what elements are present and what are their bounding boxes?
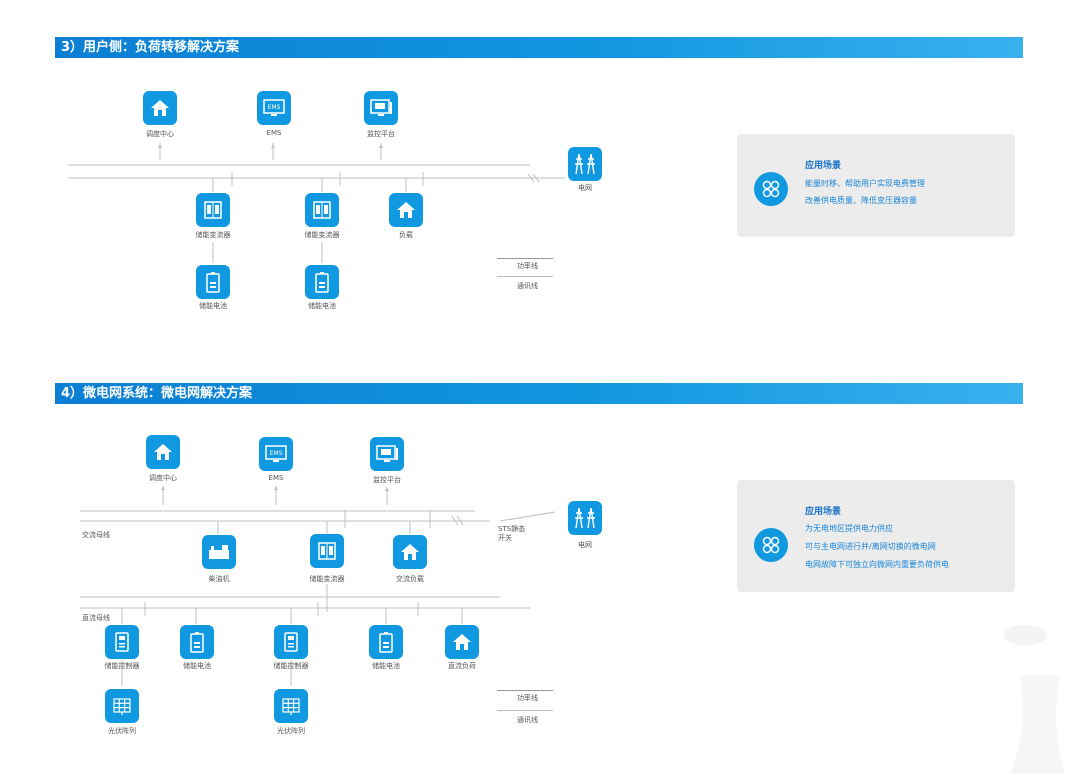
- scenario-line-1: 能量时移、帮助用户实现电费管理: [805, 179, 925, 188]
- ems-icon: EMS: [257, 91, 291, 125]
- load-icon: [389, 193, 423, 227]
- legend-comm-line: [497, 276, 553, 277]
- battery-label-1: 储能电池: [199, 302, 227, 310]
- monitor-platform-icon-4: [370, 437, 404, 471]
- monitor-platform-icon: [364, 91, 398, 125]
- ems-label: EMS: [266, 129, 282, 137]
- dispatch-center-label-4: 调度中心: [149, 474, 177, 482]
- ac-load-icon: [393, 535, 427, 569]
- pcs-icon-1: [196, 193, 230, 227]
- legend-power-line-4: [497, 690, 553, 691]
- scenario-title: 应用场景: [805, 161, 842, 171]
- battery-label-4b: 储能电池: [372, 662, 400, 670]
- scenario-icon-4: [754, 528, 788, 562]
- dispatch-center-icon: [143, 91, 177, 125]
- scenario-line-4-3: 电网故障下可独立向微网内重要负荷供电: [805, 560, 949, 569]
- scenario-line-4-2: 可与主电网进行并/离网切换的微电网: [805, 542, 936, 551]
- scenario-line-4-1: 为无电地区提供电力供应: [805, 524, 893, 533]
- pcs-label-4: 储能变流器: [309, 575, 345, 583]
- ac-load-label: 交流负载: [396, 575, 424, 583]
- storage-controller-icon-1: [105, 625, 139, 659]
- section4-header: 4）微电网系统：微电网解决方案: [55, 383, 1023, 404]
- legend-power-label: 功率线: [517, 262, 538, 270]
- pcs-icon-2: [305, 193, 339, 227]
- battery-icon-4b: [369, 625, 403, 659]
- ac-bus-label: 交流母线: [82, 531, 110, 539]
- section4-scenario-card: 应用场景 为无电地区提供电力供应 可与主电网进行并/离网切换的微电网 电网故障下…: [737, 480, 1015, 592]
- pv-array-label-2: 光伏阵列: [277, 727, 305, 735]
- dc-load-icon: [445, 625, 479, 659]
- dispatch-center-label: 调度中心: [146, 130, 174, 138]
- storage-controller-label-2: 储能控制器: [273, 662, 309, 670]
- grid-label: 电网: [578, 184, 592, 192]
- battery-icon-4a: [180, 625, 214, 659]
- legend-comm-label-4: 通讯线: [517, 716, 538, 724]
- monitor-platform-label-4: 监控平台: [373, 476, 401, 484]
- battery-icon-1: [196, 265, 230, 299]
- dispatch-center-icon-4: [146, 435, 180, 469]
- legend-power-label-4: 功率线: [517, 694, 538, 702]
- ems-icon-4: EMS: [259, 437, 293, 471]
- svg-text:EMS: EMS: [268, 104, 281, 111]
- pv-array-icon-1: [105, 689, 139, 723]
- storage-controller-label-1: 储能控制器: [104, 662, 140, 670]
- grid-tower-icon-4: [568, 501, 602, 535]
- ems-label-4: EMS: [268, 474, 284, 482]
- grid-tower-icon: [568, 147, 602, 181]
- load-label: 负载: [399, 231, 413, 239]
- diesel-generator-icon: [202, 535, 236, 569]
- svg-text:EMS: EMS: [270, 450, 283, 457]
- dc-bus-label: 直流母线: [82, 614, 110, 622]
- pv-array-label-1: 光伏阵列: [108, 727, 136, 735]
- pv-array-icon-2: [274, 689, 308, 723]
- diesel-generator-label: 柴油机: [208, 575, 230, 583]
- dc-load-label: 直流负荷: [448, 662, 476, 670]
- battery-label-4a: 储能电池: [183, 662, 211, 670]
- storage-controller-icon-2: [274, 625, 308, 659]
- sts-switch-label: STS静态 开关: [498, 525, 526, 542]
- pcs-label-1: 储能变流器: [195, 231, 231, 239]
- pcs-icon-4: [310, 534, 344, 568]
- section3-scenario-card: 应用场景 能量时移、帮助用户实现电费管理 改善供电质量、降低变压器容量: [737, 134, 1015, 237]
- decorative-cooling-tower: [1003, 625, 1065, 774]
- grid-label-4: 电网: [578, 541, 592, 549]
- section3-header: 3）用户侧：负荷转移解决方案: [55, 37, 1023, 58]
- monitor-platform-label: 监控平台: [367, 130, 395, 138]
- pcs-label-2: 储能变流器: [304, 231, 340, 239]
- legend-comm-line-4: [497, 710, 553, 711]
- battery-label-2: 储能电池: [308, 302, 336, 310]
- battery-icon-2: [305, 265, 339, 299]
- legend-comm-label: 通讯线: [517, 282, 538, 290]
- scenario-title-4: 应用场景: [805, 507, 842, 517]
- scenario-icon: [754, 172, 788, 206]
- scenario-line-2: 改善供电质量、降低变压器容量: [805, 196, 917, 205]
- legend-power-line: [497, 258, 553, 259]
